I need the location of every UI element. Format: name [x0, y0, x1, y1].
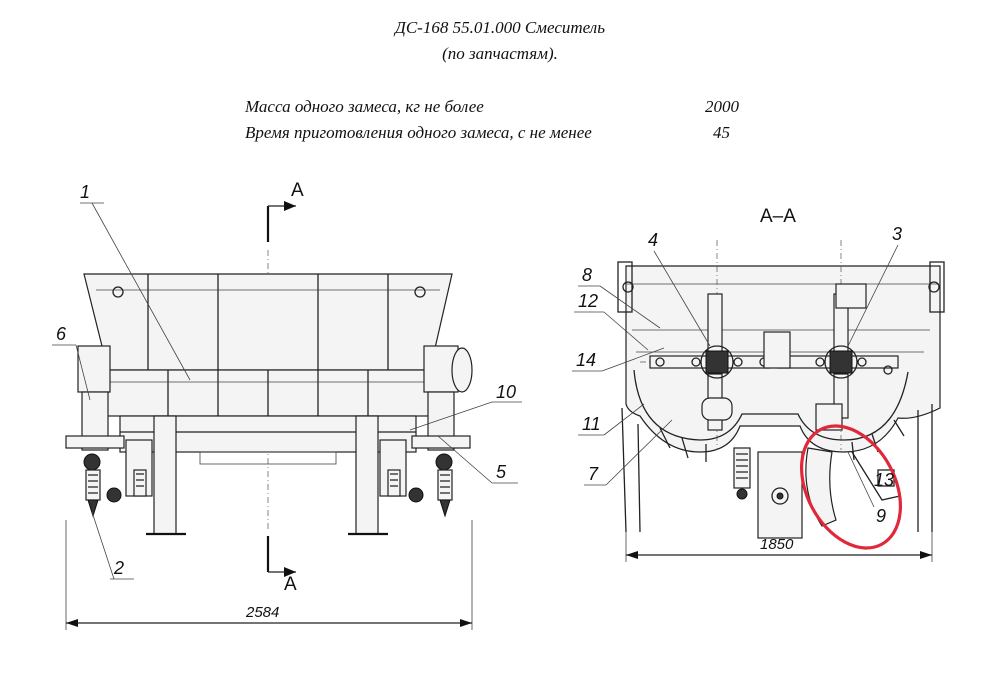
drawing-title: ДС-168 55.01.000 Смеситель	[395, 18, 605, 37]
spec-batch-mass-value: 2000	[705, 97, 739, 116]
callout-11: 11	[582, 414, 601, 434]
right-shaft	[777, 240, 899, 450]
spec-batch-mass-label: Масса одного замеса, кг не более	[245, 97, 484, 116]
section-title: A–A	[760, 206, 796, 227]
callout-5: 5	[496, 462, 507, 482]
section-callouts: 4 3 8 12 14 11 7 13 9	[572, 224, 902, 526]
callout-7: 7	[588, 464, 599, 484]
callout-3: 3	[892, 224, 902, 244]
section-mark-top: A	[266, 180, 304, 242]
callout-12: 12	[578, 291, 598, 311]
callout-4: 4	[648, 230, 658, 250]
front-view: A A	[52, 180, 522, 630]
callout-10: 10	[496, 382, 516, 402]
callout-1: 1	[80, 182, 90, 202]
drawing-subtitle: (по запчастям).	[442, 44, 558, 63]
callout-2: 2	[113, 558, 124, 578]
spec-batch-time-label: Время приготовления одного замеса, с не …	[245, 123, 592, 142]
callout-14: 14	[576, 350, 596, 370]
door-flap	[805, 447, 837, 527]
callout-9: 9	[876, 506, 886, 526]
section-view: A–A	[572, 206, 945, 562]
callout-8: 8	[582, 265, 592, 285]
front-callouts: 1 6 2 10 5	[52, 182, 522, 580]
section-letter-top: A	[291, 180, 304, 201]
dimension-1850: 1850	[760, 536, 794, 553]
callout-13: 13	[874, 470, 894, 490]
highlight-ellipse	[799, 424, 903, 550]
section-mark-bottom: A	[266, 536, 297, 595]
section-dimension: 1850	[625, 532, 933, 562]
front-dimension: 2584	[65, 520, 473, 630]
spec-batch-time-value: 45	[713, 123, 730, 142]
section-letter-bottom: A	[284, 574, 297, 595]
callout-6: 6	[56, 324, 67, 344]
dimension-2584: 2584	[245, 604, 279, 621]
left-shaft	[640, 240, 900, 450]
